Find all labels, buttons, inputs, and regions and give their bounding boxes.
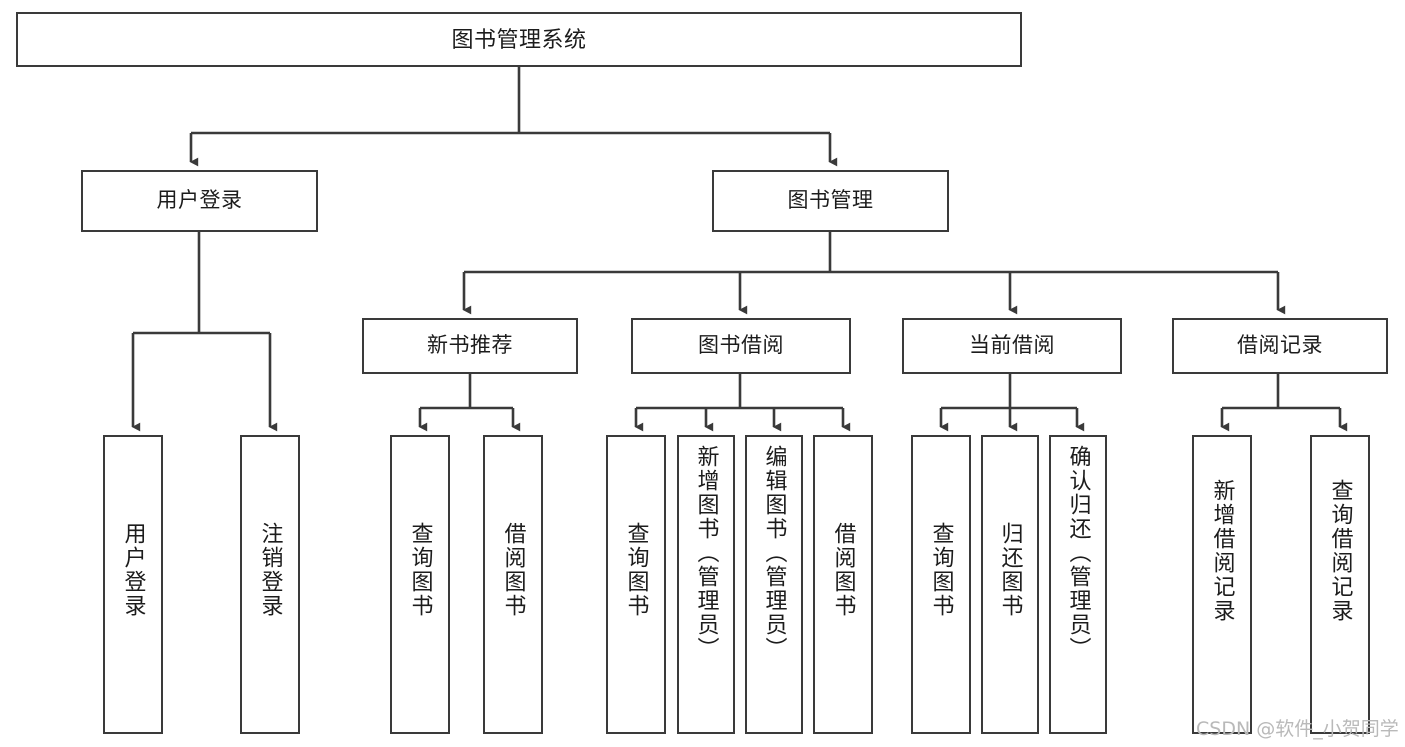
leaf-edit-book-admin[interactable]: 编辑图书（管理员） [745, 435, 803, 734]
leaf-user-login[interactable]: 用户登录 [103, 435, 163, 734]
leaf-user-logout[interactable]: 注销登录 [240, 435, 300, 734]
node-label: 借阅图书 [501, 522, 527, 618]
node-label: 新增图书（管理员） [694, 445, 720, 661]
leaf-query-book-recommendation[interactable]: 查询图书 [390, 435, 450, 734]
node-label: 新书推荐 [427, 333, 513, 357]
leaf-confirm-return-admin[interactable]: 确认归还（管理员） [1049, 435, 1107, 734]
node-borrow-record[interactable]: 借阅记录 [1172, 318, 1388, 374]
node-label: 查询图书 [408, 522, 434, 618]
node-label: 编辑图书（管理员） [762, 445, 788, 661]
csdn-watermark: CSDN @软件_小贺同学 [1196, 718, 1399, 740]
leaf-add-borrow-record[interactable]: 新增借阅记录 [1192, 435, 1252, 734]
leaf-return-book[interactable]: 归还图书 [981, 435, 1039, 734]
node-label: 图书管理系统 [451, 26, 587, 52]
node-book-borrow[interactable]: 图书借阅 [631, 318, 851, 374]
node-label: 用户登录 [121, 522, 147, 618]
node-book-management[interactable]: 图书管理 [712, 170, 949, 232]
node-new-book-recommendation[interactable]: 新书推荐 [362, 318, 578, 374]
node-label: 查询图书 [929, 522, 955, 618]
node-label: 注销登录 [258, 522, 284, 618]
leaf-query-book-borrow[interactable]: 查询图书 [606, 435, 666, 734]
node-label: 查询图书 [624, 522, 650, 618]
leaf-query-book-current[interactable]: 查询图书 [911, 435, 971, 734]
node-label: 归还图书 [998, 522, 1024, 618]
node-label: 借阅图书 [831, 522, 857, 618]
node-label: 图书管理 [787, 188, 874, 212]
leaf-query-borrow-record[interactable]: 查询借阅记录 [1310, 435, 1370, 734]
node-label: 确认归还（管理员） [1066, 445, 1092, 661]
node-label: 图书借阅 [698, 333, 784, 357]
node-label: 查询借阅记录 [1328, 479, 1354, 623]
leaf-borrow-book-recommendation[interactable]: 借阅图书 [483, 435, 543, 734]
node-label: 当前借阅 [969, 333, 1055, 357]
node-label: 新增借阅记录 [1210, 479, 1236, 623]
leaf-borrow-book[interactable]: 借阅图书 [813, 435, 873, 734]
node-current-borrow[interactable]: 当前借阅 [902, 318, 1122, 374]
node-user-login[interactable]: 用户登录 [81, 170, 318, 232]
node-root-book-management-system[interactable]: 图书管理系统 [16, 12, 1022, 67]
node-label: 用户登录 [156, 188, 243, 212]
leaf-add-book-admin[interactable]: 新增图书（管理员） [677, 435, 735, 734]
node-label: 借阅记录 [1237, 333, 1323, 357]
